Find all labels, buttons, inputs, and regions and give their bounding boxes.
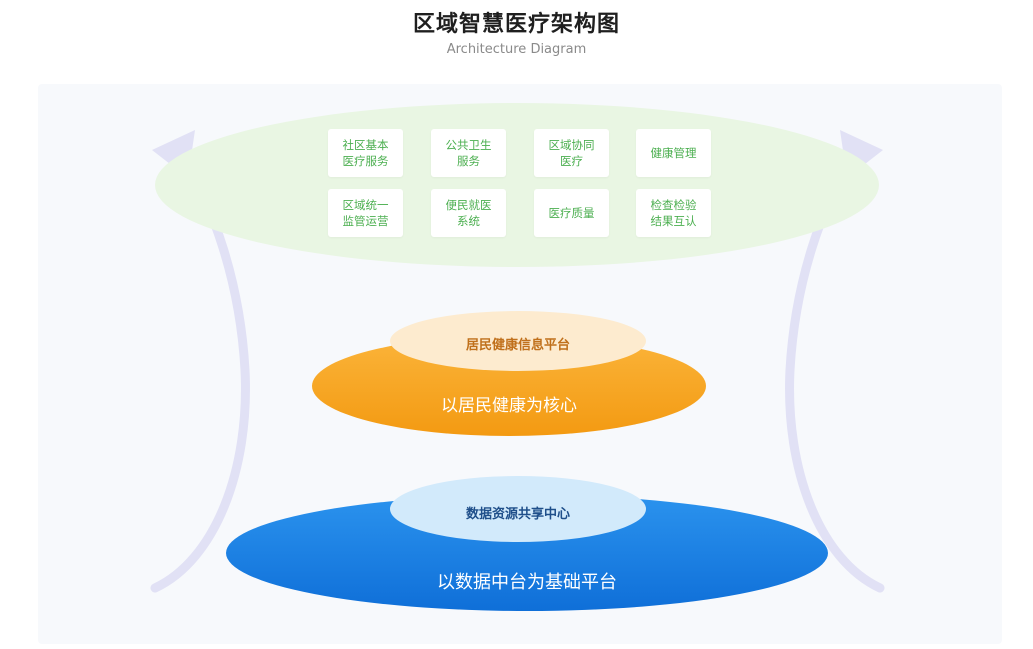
service-tile-health-management[interactable]: 健康管理 (636, 129, 711, 177)
resident-health-core-label: 以居民健康为核心 (441, 396, 577, 416)
services-ellipse (155, 103, 879, 267)
data-sharing-center-ellipse (390, 476, 646, 542)
service-tile-community-medical[interactable]: 社区基本 医疗服务 (328, 129, 403, 177)
resident-health-platform-label: 居民健康信息平台 (465, 338, 570, 353)
page-subtitle: Architecture Diagram (446, 42, 587, 57)
service-tile-regional-supervision[interactable]: 区域统一 监管运营 (328, 189, 403, 237)
service-tile-convenient-care[interactable]: 便民就医 系统 (431, 189, 506, 237)
service-tile-regional-collaboration[interactable]: 区域协同 医疗 (534, 129, 609, 177)
service-tile-public-health[interactable]: 公共卫生 服务 (431, 129, 506, 177)
data-platform-base-ellipse (226, 495, 828, 611)
data-platform-base-label: 以数据中台为基础平台 (437, 572, 617, 593)
service-tile-medical-quality[interactable]: 医疗质量 (534, 189, 609, 237)
page-title: 区域智慧医疗架构图 (412, 12, 620, 37)
resident-health-platform-ellipse (390, 311, 646, 371)
data-sharing-center-label: 数据资源共享中心 (465, 507, 570, 522)
service-tile-test-result-recognition[interactable]: 检查检验 结果互认 (636, 189, 711, 237)
